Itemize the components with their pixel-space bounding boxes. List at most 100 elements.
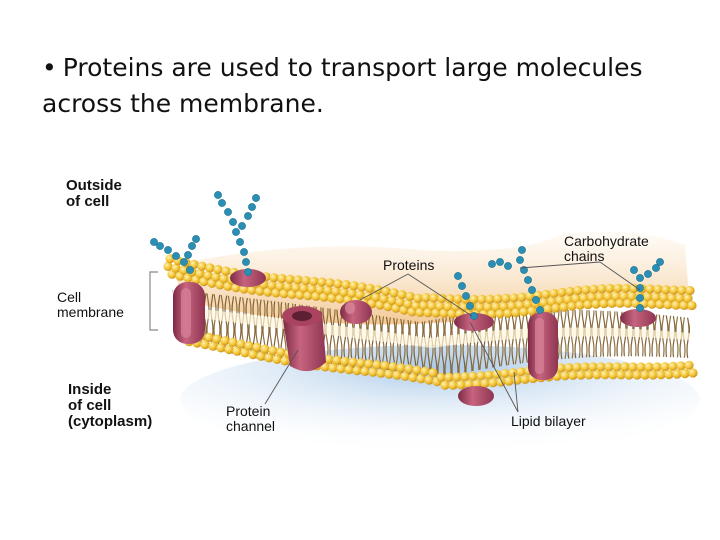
lipid-head [372,360,382,370]
lipid-head [588,362,598,372]
lipid-head [428,368,438,378]
carbohydrate-bead [218,199,226,207]
lipid-head [451,302,461,312]
lipid-head [244,341,254,351]
lipid-head [645,284,655,294]
lipid-head [424,375,434,385]
carbohydrate-bead [466,302,474,310]
lipid-head [364,359,374,369]
lipid-head [423,308,433,318]
carbohydrate-bead [214,191,222,199]
label-cell-membrane: Cell membrane [57,289,124,320]
peripheral-protein-bottom [458,386,494,406]
lipid-head [619,291,629,301]
carbohydrate-bead [192,235,200,243]
lipid-head [392,370,402,380]
lipid-head [437,293,447,303]
carbohydrate-bead [156,242,164,250]
carbohydrate-bead [172,252,180,260]
carbohydrate-bead [516,256,524,264]
lipid-head [291,283,301,293]
lipid-head [655,299,665,309]
lipid-head [293,275,303,285]
lipid-head [429,293,439,303]
lipid-head [275,281,285,291]
lipid-head [413,293,423,303]
label-inside-of-cell: Inside of cell (cytoplasm) [68,381,153,430]
lipid-head [604,362,614,372]
lipid-head [285,274,295,284]
lipid-head [396,363,406,373]
lipid-head [339,287,349,297]
lipid-head [468,371,478,381]
lipid-head [624,370,634,380]
lipid-head [400,371,410,381]
lipid-head [380,361,390,371]
lipid-head [421,293,431,303]
lipid-head [332,355,342,365]
lipid-head [559,302,569,312]
lipid-head [565,286,575,296]
lipid-head [387,295,397,306]
carbohydrate-bead [462,292,470,300]
carbohydrate-bead [636,274,644,282]
lipid-head [268,346,278,356]
lipid-head [256,351,266,361]
lipid-head [656,370,666,380]
lipid-head [476,371,486,381]
lipid-head [551,303,561,313]
lipid-head [595,292,605,302]
lipid-head [564,363,574,373]
carbohydrate-bead [180,258,188,266]
lipid-head [389,288,399,298]
lipid-head [555,295,565,306]
integral-protein-right [528,312,558,380]
lipid-head [412,365,422,375]
lipid-head [452,372,462,382]
lipid-head [675,293,685,303]
bullet-glyph: • [42,53,57,82]
lipid-head [200,340,210,350]
lipid-head [395,297,405,307]
lipid-head [647,299,657,309]
carbohydrate-bead [236,238,244,246]
lipid-head [612,362,622,372]
lipid-head [543,304,553,314]
lipid-head [311,291,321,301]
lipid-head [260,344,270,354]
carbohydrate-bead [240,248,248,256]
carbohydrate-bead [636,294,644,302]
lipid-head [515,300,525,310]
lipid-head [621,283,631,293]
lipid-head [517,292,527,302]
carbohydrate-bead [252,194,260,202]
lipid-head [483,302,493,312]
carbohydrate-bead [150,238,158,246]
carbohydrate-bead [238,222,246,230]
lipid-head [336,364,346,374]
carbohydrate-bead [454,272,462,280]
lipid-head [252,342,262,352]
lipid-head [491,302,501,312]
lipid-head [303,291,313,301]
leader-lines [264,261,641,413]
lipid-head [435,301,445,311]
lipid-head [520,374,530,384]
carbohydrate-bead [656,258,664,266]
lipid-head [352,366,362,376]
protein-far-right [620,309,656,327]
lipid-head [171,263,181,273]
lipid-head [348,357,358,367]
lipid-head [663,300,673,310]
protein-middle [454,313,494,331]
lipid-head [571,294,581,304]
label-carbohydrate-chains: Carbohydrate chains [564,233,649,264]
lipid-head [453,294,463,304]
lipid-head [356,358,366,368]
lipid-head [643,292,653,302]
lipid-head [443,302,453,312]
carbohydrate-bead [536,306,544,314]
lipid-head [212,334,222,344]
lipid-head [583,300,593,310]
lipid-head [448,380,458,390]
